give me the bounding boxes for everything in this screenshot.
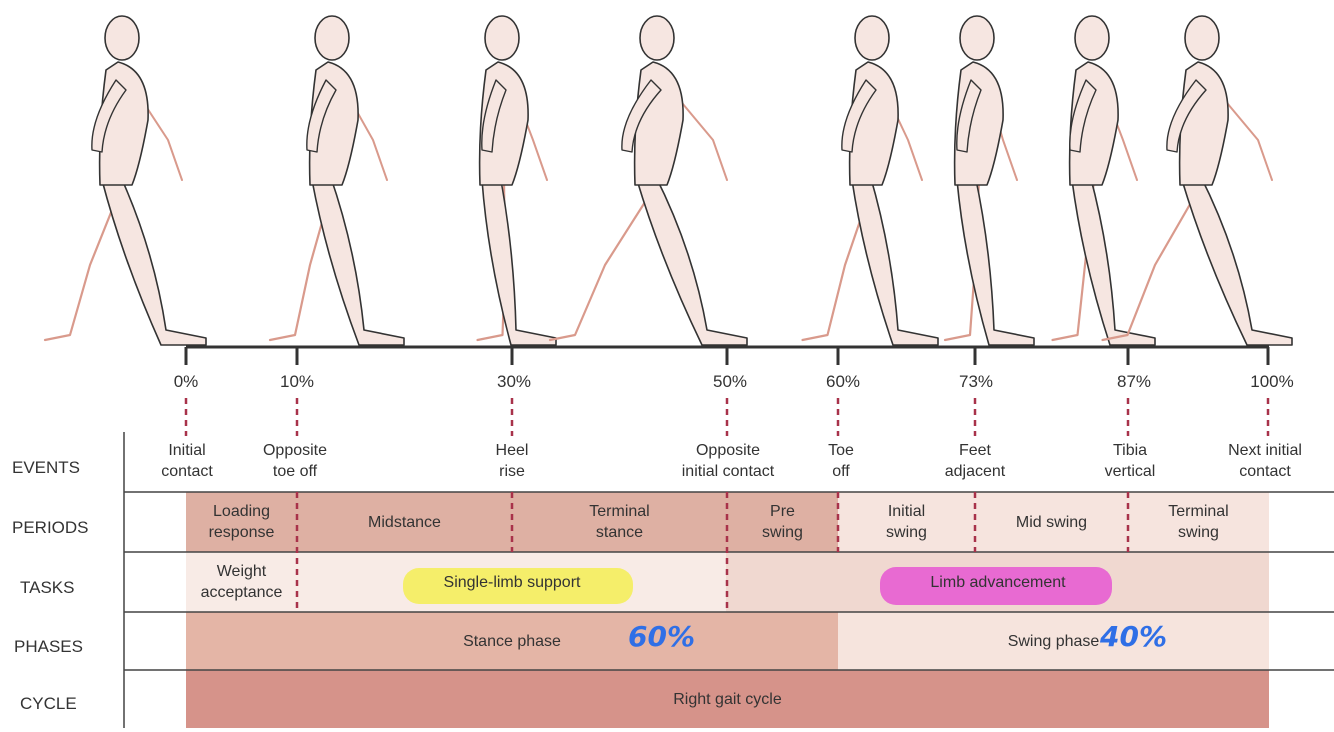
period-pre-swing: Pre swing <box>727 492 838 552</box>
phase-swing: Swing phase <box>838 612 1269 670</box>
figure-torso <box>1180 62 1229 185</box>
period-terminal-stance: Terminal stance <box>512 492 727 552</box>
figure-leg <box>852 175 938 345</box>
period-loading-response: Loading response <box>186 492 297 552</box>
pct-0: 0% <box>174 372 199 392</box>
figure-leg <box>957 175 1034 345</box>
figure-ghost-leg <box>550 180 659 340</box>
gait-figures-illustration <box>0 0 1334 350</box>
figure-head <box>855 16 889 60</box>
figure-leg <box>482 175 556 345</box>
task-weight-acceptance: Weight acceptance <box>186 552 297 612</box>
task-single-limb-support: Single-limb support <box>297 552 727 612</box>
period-initial-swing: Initial swing <box>838 492 975 552</box>
figure-leg <box>312 175 404 345</box>
figure-head <box>960 16 994 60</box>
pct-87: 87% <box>1117 372 1151 392</box>
figure-head <box>105 16 139 60</box>
period-terminal-swing: Terminal swing <box>1128 492 1269 552</box>
row-label-events: EVENTS <box>12 458 80 478</box>
pct-50: 50% <box>713 372 747 392</box>
figure-head <box>485 16 519 60</box>
pct-100: 100% <box>1250 372 1293 392</box>
figure-leg <box>102 175 206 345</box>
cycle-right-gait: Right gait cycle <box>186 670 1269 728</box>
pct-30: 30% <box>497 372 531 392</box>
figure-leg <box>637 175 747 345</box>
pct-10: 10% <box>280 372 314 392</box>
figure-torso <box>635 62 684 185</box>
row-label-phases: PHASES <box>14 637 83 657</box>
pct-73: 73% <box>959 372 993 392</box>
phase-stance: Stance phase <box>186 612 838 670</box>
figure-leg <box>1182 175 1292 345</box>
row-label-cycle: CYCLE <box>20 694 77 714</box>
period-midstance: Midstance <box>297 492 512 552</box>
pct-60: 60% <box>826 372 860 392</box>
figure-head <box>1075 16 1109 60</box>
period-mid-swing: Mid swing <box>975 492 1128 552</box>
figure-head <box>315 16 349 60</box>
figure-head <box>640 16 674 60</box>
row-label-tasks: TASKS <box>20 578 74 598</box>
figure-head <box>1185 16 1219 60</box>
handwritten-stance-percent: 60% <box>628 620 695 653</box>
task-limb-advancement: Limb advancement <box>727 552 1269 612</box>
row-label-periods: PERIODS <box>12 518 89 538</box>
handwritten-swing-percent: 40% <box>1100 620 1167 653</box>
